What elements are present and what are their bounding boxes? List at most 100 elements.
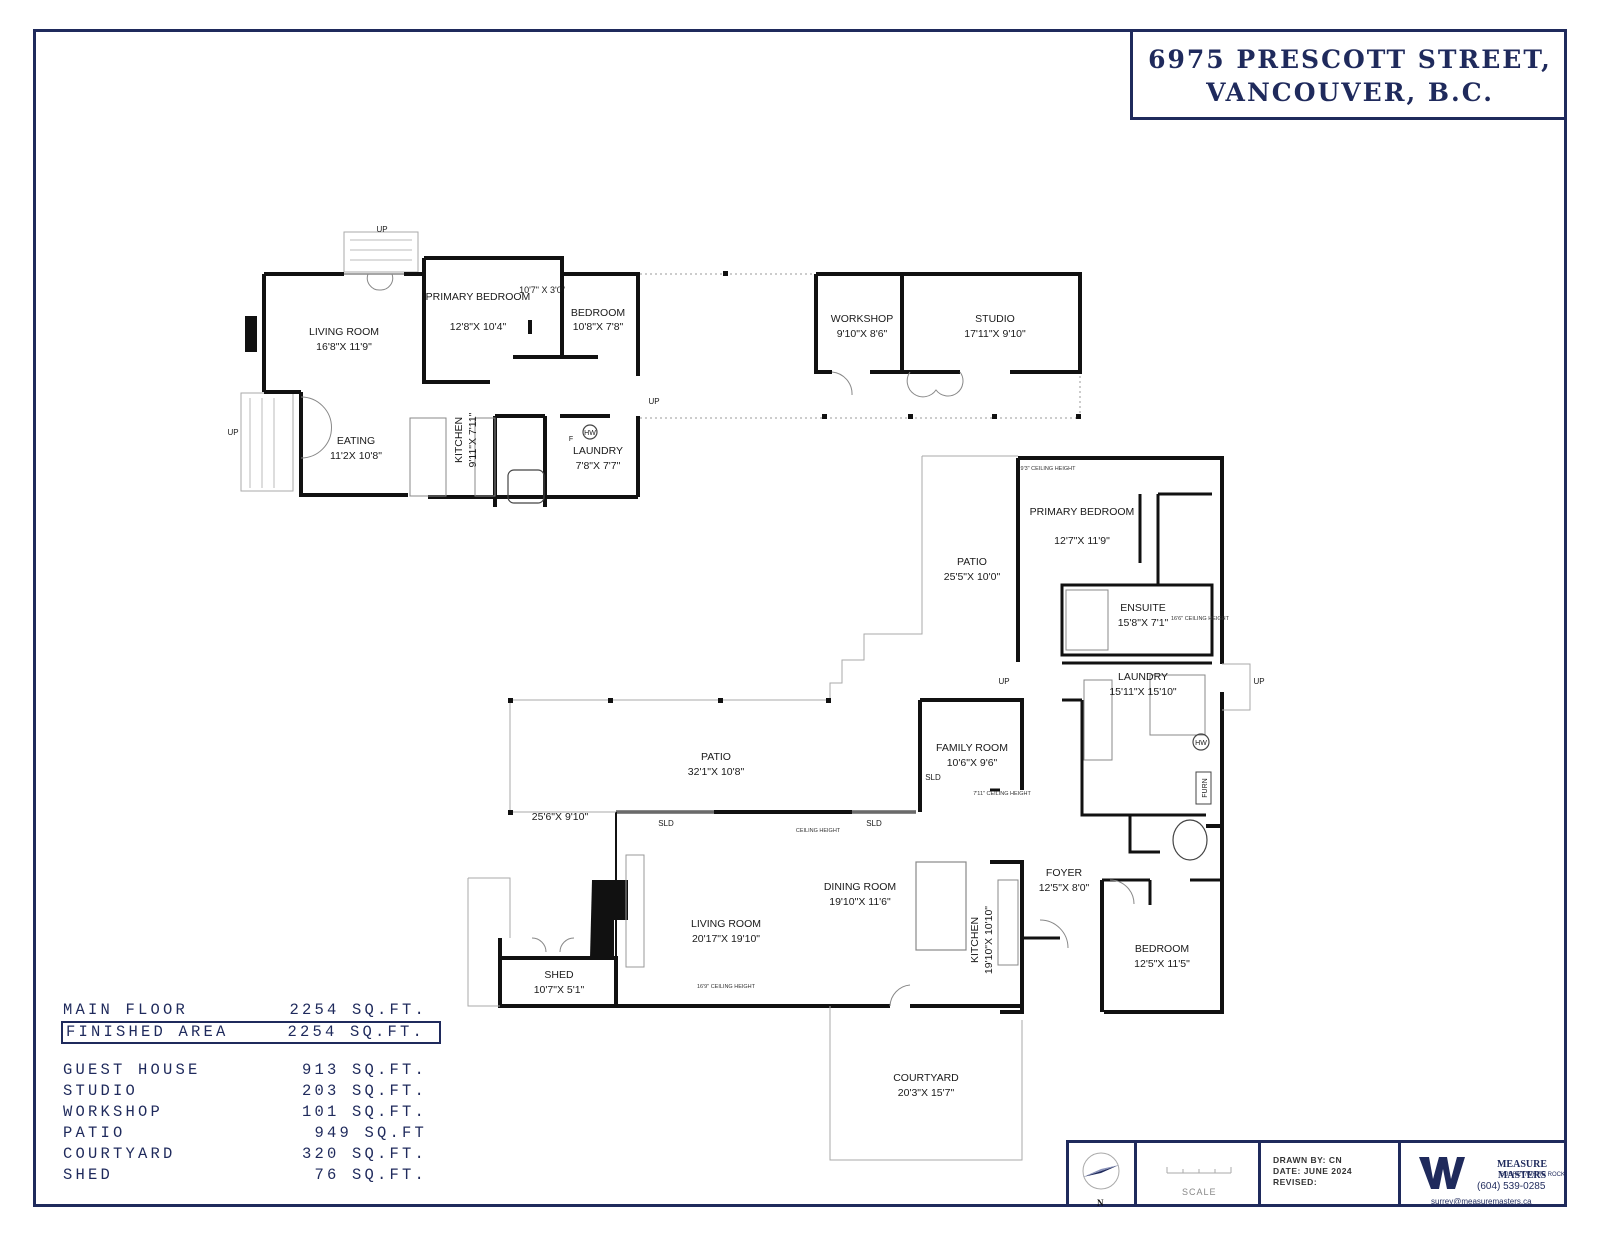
ceiling-height-note: 16'6" CEILING HEIGHT (1171, 616, 1230, 622)
guest-closet-dims: 10'7" X 3'0" (519, 285, 565, 295)
furnace-label: F (569, 436, 573, 443)
sld-label: SLD (658, 819, 674, 828)
primary-label: PRIMARY BEDROOM (1030, 506, 1135, 518)
bedroom-dims: 12'5"X 11'5" (1134, 958, 1190, 970)
area-name: WORKSHOP (63, 1103, 164, 1121)
area-row-patio: PATIO 949 SQ.FT (61, 1123, 441, 1144)
stair-up-label: UP (998, 677, 1009, 686)
area-name: SHED (63, 1166, 114, 1184)
area-row-studio: STUDIO 203 SQ.FT. (61, 1081, 441, 1102)
area-row-guest-house: GUEST HOUSE 913 SQ.FT. (61, 1060, 441, 1081)
guest-eating-dims: 11'2X 10'8" (330, 450, 382, 462)
stair-up-label: UP (227, 428, 238, 437)
title-box: 6975 PRESCOTT STREET, VANCOUVER, B.C. (1130, 29, 1567, 120)
courtyard-dims: 20'3"X 15'7" (898, 1087, 955, 1099)
patio-main-dims: 32'1"X 10'8" (688, 766, 745, 778)
area-value: 320 SQ.FT. (301, 1145, 427, 1163)
stair-up-label: UP (1253, 677, 1264, 686)
drawn-date: DATE: JUNE 2024 (1273, 1166, 1353, 1176)
ensuite-label: ENSUITE (1120, 602, 1166, 614)
sld-label: SLD (866, 819, 882, 828)
guest-house (240, 231, 640, 507)
area-row-courtyard: COURTYARD 320 SQ.FT. (61, 1144, 441, 1165)
area-name: FINISHED AREA (66, 1023, 229, 1041)
primary-dims: 12'7"X 11'9" (1054, 535, 1110, 547)
north-cell: N (1066, 1140, 1134, 1208)
guest-bedroom-label: BEDROOM (571, 307, 625, 319)
sld-label: SLD (925, 773, 941, 782)
area-row-main-floor: MAIN FLOOR 2254 SQ.FT. (61, 1000, 441, 1021)
stair-up-label: UP (648, 397, 659, 406)
company-phone: (604) 539-0285 (1477, 1181, 1546, 1192)
kitchen-dims: 19'10"X 10'10" (983, 906, 995, 974)
guest-eating-label: EATING (337, 435, 375, 447)
title-block: N SCALE DRAWN BY: CN DATE: JUNE 2024 REV… (1066, 1140, 1567, 1208)
courtyard-label: COURTYARD (893, 1072, 959, 1084)
hot-water-label: HW (584, 430, 596, 437)
guest-kitchen-dims: 9'11"X 7'11" (467, 412, 479, 467)
dining-label: DINING ROOM (824, 881, 896, 893)
area-name: PATIO (63, 1124, 126, 1142)
patio-posts (508, 271, 1081, 815)
area-name: GUEST HOUSE (63, 1061, 201, 1079)
area-value: 203 SQ.FT. (301, 1082, 427, 1100)
hot-water-label: HW (1195, 740, 1207, 747)
scale-bar-icon (1166, 1167, 1232, 1174)
dining-dims: 19'10"X 11'6" (829, 896, 891, 908)
workshop-label: WORKSHOP (831, 313, 893, 325)
drawing-frame (33, 29, 1567, 1207)
guest-bedroom-dims: 10'8"X 7'8" (573, 321, 624, 333)
address-line-1: 6975 PRESCOTT STREET, (1148, 45, 1552, 74)
area-value: 2254 SQ.FT. (289, 1001, 427, 1019)
company-cell: MEASURE MASTERS SURREY/WHITE ROCK (604) … (1398, 1140, 1567, 1207)
area-row-workshop: WORKSHOP 101 SQ.FT. (61, 1102, 441, 1123)
family-dims: 10'6"X 9'6" (947, 757, 998, 769)
area-name: MAIN FLOOR (63, 1001, 189, 1019)
foyer-dims: 12'5"X 8'0" (1039, 882, 1090, 894)
company-logo-icon (1419, 1157, 1465, 1189)
furnace-label: FURN (1202, 778, 1209, 797)
guest-living-label: LIVING ROOM (309, 326, 379, 338)
bedroom-label: BEDROOM (1135, 943, 1189, 955)
ceiling-height-note: 16'9" CEILING HEIGHT (697, 984, 756, 990)
drawn-by: DRAWN BY: CN (1273, 1155, 1343, 1165)
north-label: N (1097, 1198, 1104, 1208)
revised: REVISED: (1273, 1177, 1318, 1187)
area-name: STUDIO (63, 1082, 139, 1100)
shed-dims: 10'7"X 5'1" (534, 984, 585, 996)
main-house (498, 456, 1224, 1014)
ensuite-dims: 15'8"X 7'1" (1118, 617, 1169, 629)
living-dims: 20'17"X 19'10" (692, 933, 760, 945)
area-name: COURTYARD (63, 1145, 176, 1163)
laundry-label: LAUNDRY (1118, 671, 1168, 683)
patio-east-dims: 25'5"X 10'0" (944, 571, 1001, 583)
kitchen-label: KITCHEN (969, 917, 981, 963)
patio-west-dims: 25'6"X 9'10" (532, 811, 589, 823)
laundry-dims: 15'11"X 15'10" (1109, 686, 1177, 698)
patio-main-label: PATIO (701, 751, 731, 763)
ceiling-height-note: 7'11" CEILING HEIGHT (973, 791, 1031, 797)
scale-cell: SCALE (1134, 1140, 1258, 1207)
company-email: surrey@measuremasters.ca (1431, 1197, 1532, 1206)
foyer-label: FOYER (1046, 867, 1083, 879)
guest-dashed-fences (640, 272, 1081, 419)
guest-primary-label: PRIMARY BEDROOM (426, 291, 531, 303)
studio-label: STUDIO (975, 313, 1015, 325)
area-value: 913 SQ.FT. (301, 1061, 427, 1079)
studio-dims: 17'11"X 9'10" (964, 328, 1026, 340)
guest-primary-dims: 12'8"X 10'4" (450, 321, 507, 333)
company-location: SURREY/WHITE ROCK (1500, 1172, 1566, 1178)
guest-living-dims: 16'8"X 11'9" (316, 341, 372, 353)
guest-laundry-dims: 7'8"X 7'7" (576, 460, 621, 472)
drawn-cell: DRAWN BY: CN DATE: JUNE 2024 REVISED: (1258, 1140, 1398, 1207)
family-label: FAMILY ROOM (936, 742, 1008, 754)
workshop-studio (814, 272, 1082, 398)
address-line-2: VANCOUVER, B.C. (1206, 78, 1494, 107)
area-row-finished: FINISHED AREA 2254 SQ.FT. (61, 1021, 441, 1044)
living-label: LIVING ROOM (691, 918, 761, 930)
area-value: 2254 SQ.FT. (287, 1023, 425, 1041)
company-name: MEASURE MASTERS (1496, 1159, 1547, 1181)
ceiling-height-note: 9'3" CEILING HEIGHT (1021, 466, 1077, 472)
scale-label: SCALE (1182, 1187, 1217, 1197)
